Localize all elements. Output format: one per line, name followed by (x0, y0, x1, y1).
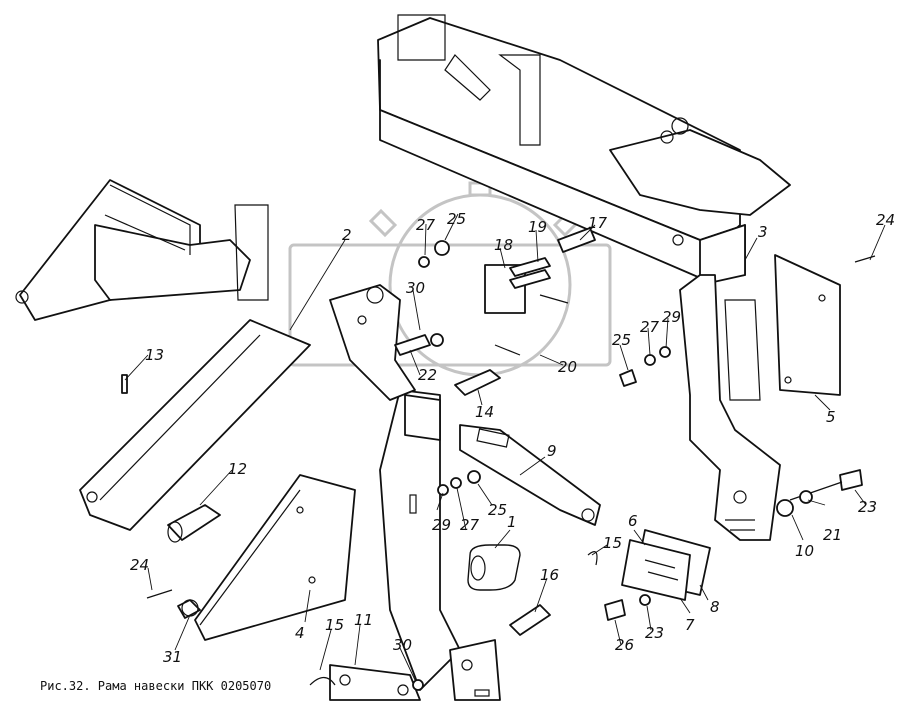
watermark-frame (288, 243, 612, 367)
part-12-pin (167, 504, 221, 541)
callout-8: 8 (710, 598, 720, 616)
part-15-clip-lower (309, 676, 336, 686)
part-11-link-plate (329, 639, 501, 701)
part-1-bushing (467, 544, 521, 591)
callout-29-right: 29 (662, 308, 681, 326)
right-vertical-leg (679, 274, 781, 541)
callout-4: 4 (295, 624, 305, 642)
part-10-washer (776, 499, 794, 517)
callout-7: 7 (685, 616, 695, 634)
callout-9: 9 (547, 442, 557, 460)
callout-29-low: 29 (432, 516, 451, 534)
callout-3: 3 (758, 223, 768, 241)
part-9-bracket (459, 424, 601, 526)
part-4-gusset (194, 474, 356, 641)
part-20-springs (494, 294, 569, 356)
callout-11: 11 (354, 611, 373, 629)
callout-21: 21 (823, 526, 842, 544)
callout-31: 31 (163, 648, 182, 666)
callout-10: 10 (795, 542, 814, 560)
callout-17: 17 (588, 214, 608, 232)
part-21-washer (799, 490, 813, 504)
part-5-side-plate (774, 254, 841, 396)
callout-24-right: 24 (876, 211, 895, 229)
callout-20: 20 (558, 358, 577, 376)
callout-labels: 1 2 3 4 5 6 7 8 9 10 11 12 13 14 15 15 1… (130, 210, 895, 666)
callout-30-top: 30 (406, 279, 425, 297)
callout-14: 14 (475, 403, 494, 421)
callout-1: 1 (507, 513, 517, 531)
part-23-washer (639, 594, 651, 606)
central-upright (329, 284, 461, 691)
part-13-pin (121, 374, 128, 394)
callout-26: 26 (615, 636, 634, 654)
part-16-pin (509, 604, 551, 636)
callout-13: 13 (145, 346, 164, 364)
part-26-nut (604, 599, 626, 621)
callout-27-top: 27 (416, 216, 436, 234)
callout-5: 5 (826, 408, 836, 426)
part-3-main-frame (377, 14, 791, 286)
figure-caption: Рис.32. Рама навески ПКК 0205070 (40, 679, 271, 693)
callout-2: 2 (342, 226, 352, 244)
parts-6-7-8-plate-group (621, 529, 711, 601)
callout-18: 18 (494, 236, 513, 254)
callout-25-top: 25 (447, 210, 466, 228)
callout-30-low: 30 (393, 636, 412, 654)
callout-24-left: 24 (130, 556, 149, 574)
left-beam (15, 179, 269, 321)
callout-19: 19 (528, 218, 547, 236)
part-24-bolt (146, 589, 173, 599)
callout-23-lower: 23 (645, 624, 664, 642)
callout-25-low: 25 (488, 501, 507, 519)
callout-25-mid: 25 (612, 331, 631, 349)
callout-16: 16 (540, 566, 559, 584)
part-25-nut (619, 369, 637, 387)
callout-15-left: 15 (325, 616, 344, 634)
callout-23-right: 23 (858, 498, 877, 516)
callout-27-right: 27 (640, 318, 660, 336)
callout-15-right: 15 (603, 534, 622, 552)
callout-6: 6 (628, 512, 638, 530)
leader-lines (124, 213, 886, 681)
callout-22: 22 (418, 366, 437, 384)
part-14-sleeve (454, 369, 501, 396)
part-15-clip (587, 551, 598, 566)
part-2-diagonal-brace (79, 319, 311, 531)
callout-12: 12 (228, 460, 247, 478)
part-23-bolt (839, 469, 863, 491)
callout-27-low: 27 (460, 516, 480, 534)
